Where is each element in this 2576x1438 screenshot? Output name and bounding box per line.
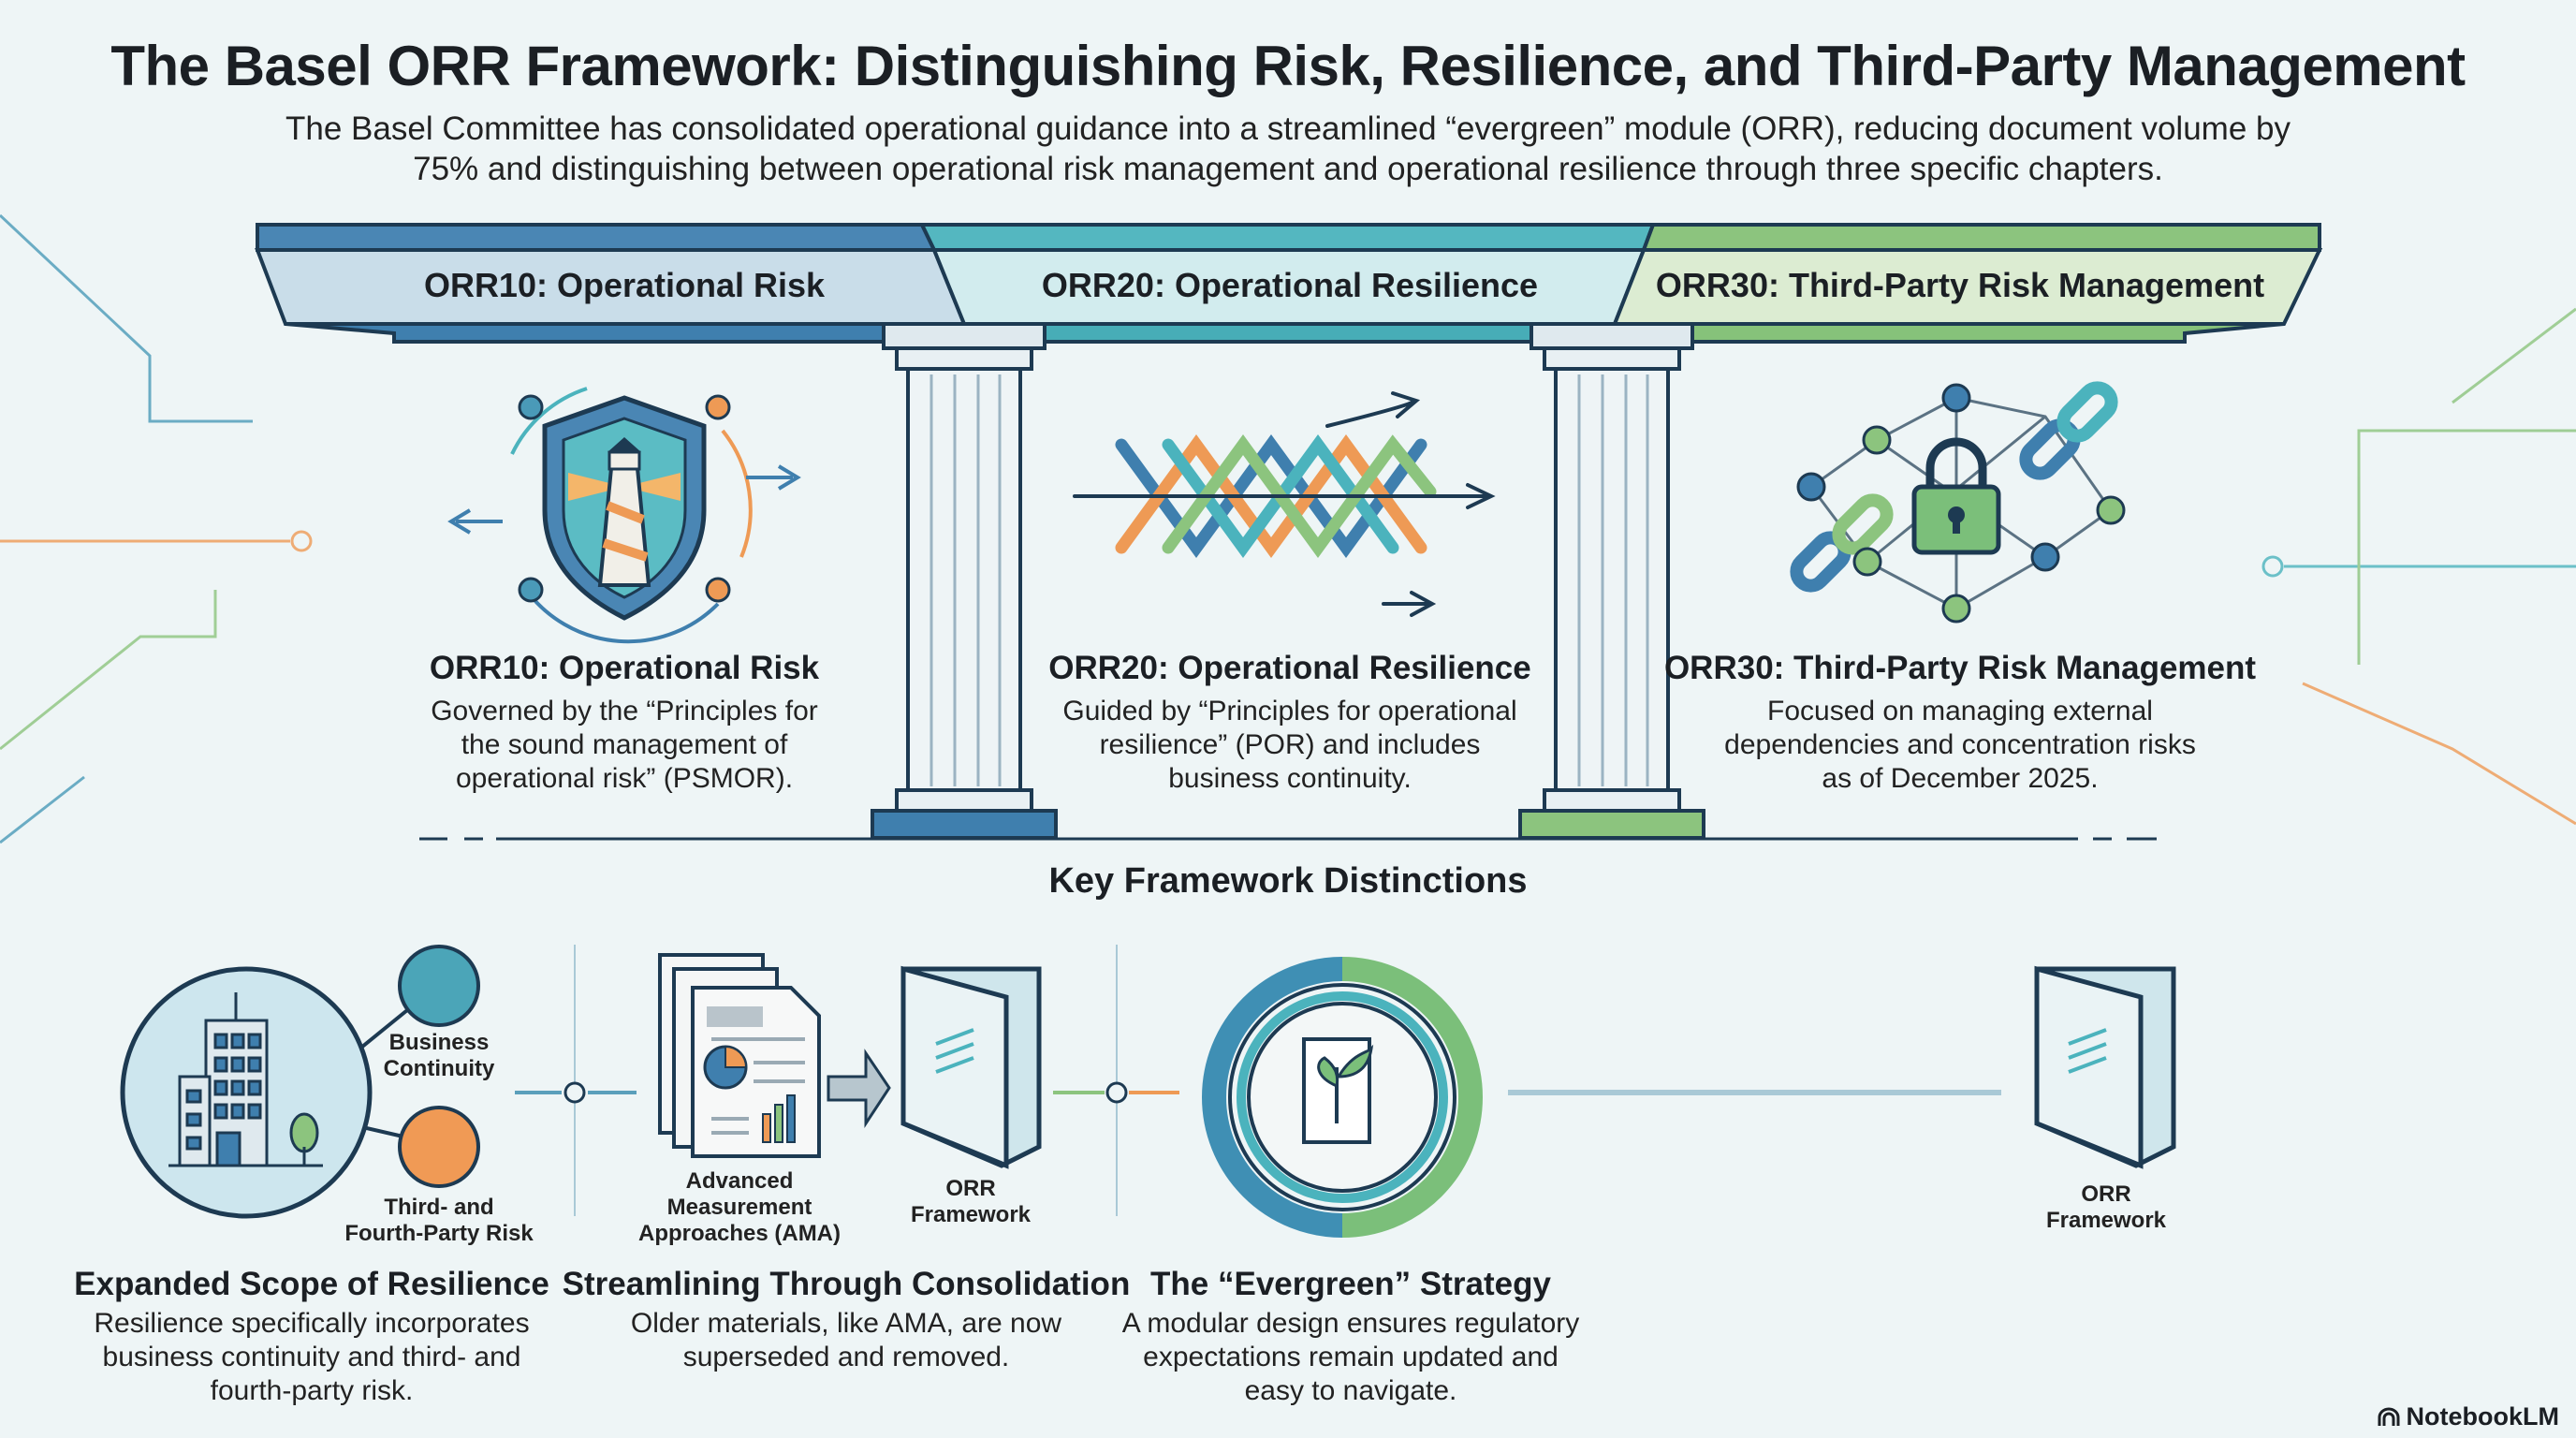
- band-label-orr10: ORR10: Operational Risk: [423, 266, 826, 304]
- label-line: ORR: [2081, 1181, 2131, 1207]
- label-line: Advanced: [685, 1168, 794, 1194]
- pillar-desc-line: business continuity.: [1168, 763, 1412, 794]
- label-orr-framework: ORR Framework: [911, 1176, 1031, 1228]
- distinctions-title: Key Framework Distinctions: [1048, 861, 1528, 901]
- pillar-right: [1518, 322, 1705, 840]
- distinction-evergreen: The “Evergreen” Strategy A modular desig…: [1122, 1266, 1580, 1408]
- label-orr-framework-right: ORR Framework: [2046, 1181, 2166, 1234]
- framework-beam: [255, 223, 2323, 344]
- ama-documents-icon: [658, 953, 821, 1158]
- business-continuity-ball: [398, 945, 480, 1027]
- distinction-desc-line: business continuity and third- and: [102, 1342, 521, 1372]
- pillar-orr30: ORR30: Third-Party Risk Management Focus…: [1664, 650, 2256, 796]
- distinction-heading: Expanded Scope of Resilience: [74, 1266, 549, 1302]
- notebooklm-logo-icon: [2378, 1407, 2400, 1426]
- subtitle-line: The Basel Committee has consolidated ope…: [285, 110, 2291, 147]
- distinction-heading: The “Evergreen” Strategy: [1150, 1266, 1551, 1302]
- label-line: Business: [388, 1030, 490, 1055]
- distinction-desc-line: superseded and removed.: [682, 1342, 1010, 1372]
- evergreen-ring-icon: [1202, 957, 1483, 1238]
- label-line: Third- and: [384, 1195, 494, 1220]
- pillar-heading: ORR20: Operational Resilience: [1048, 650, 1531, 686]
- label-ama: Advanced Measurement Approaches (AMA): [638, 1168, 841, 1247]
- pillar-desc-line: operational risk” (PSMOR).: [455, 763, 794, 794]
- arrow-right-icon: [827, 1049, 891, 1129]
- pillar-orr20: ORR20: Operational Resilience Guided by …: [1048, 650, 1530, 796]
- label-line: ORR: [945, 1176, 996, 1201]
- chain-lock-network-icon: [1790, 381, 2126, 624]
- pillar-desc-line: dependencies and concentration risks: [1724, 729, 2196, 760]
- label-line: Fourth-Party Risk: [344, 1221, 534, 1246]
- distinction-desc-line: easy to navigate.: [1244, 1375, 1457, 1406]
- pillar-desc-line: Guided by “Principles for operational: [1062, 696, 1517, 726]
- label-line: Measurement: [666, 1195, 812, 1220]
- distinction-expanded-scope: Expanded Scope of Resilience Resilience …: [74, 1266, 549, 1408]
- orr-book-icon: [900, 965, 1042, 1169]
- pillar-orr10: ORR10: Operational Risk Governed by the …: [430, 650, 819, 796]
- band-label-orr30: ORR30: Third-Party Risk Management: [1655, 266, 2265, 304]
- pillar-desc-line: Governed by the “Principles for: [431, 696, 818, 726]
- pillar-desc-line: Focused on managing external: [1767, 696, 2153, 726]
- expanded-scope-graphic: [120, 945, 480, 1219]
- orr-book-right-icon: [2034, 965, 2176, 1169]
- flow-connectors: [515, 945, 2001, 1216]
- subtitle-line: 75% and distinguishing between operation…: [413, 151, 2163, 187]
- label-line: Approaches (AMA): [637, 1221, 842, 1246]
- circuit-lines-decoration: [0, 213, 2576, 844]
- distinction-desc-line: A modular design ensures regulatory: [1121, 1308, 1580, 1339]
- building-icon: [168, 992, 323, 1167]
- label-line: Framework: [2045, 1208, 2167, 1233]
- page-subtitle: The Basel Committee has consolidated ope…: [285, 109, 2291, 189]
- pillar-heading: ORR30: Third-Party Risk Management: [1663, 650, 2257, 686]
- distinction-desc-line: fourth-party risk.: [210, 1375, 414, 1406]
- label-third-fourth-party: Third- and Fourth-Party Risk: [344, 1195, 533, 1247]
- distinction-desc-line: Older materials, like AMA, are now: [630, 1308, 1062, 1339]
- distinction-streamlining: Streamlining Through Consolidation Older…: [563, 1266, 1131, 1374]
- distinction-desc-line: expectations remain updated and: [1143, 1342, 1559, 1372]
- third-party-ball: [398, 1106, 480, 1188]
- label-business-continuity: Business Continuity: [384, 1030, 495, 1082]
- lighthouse-shield-icon: [447, 387, 801, 644]
- pillar-heading: ORR10: Operational Risk: [429, 650, 820, 686]
- band-label-orr20: ORR20: Operational Resilience: [1041, 266, 1539, 304]
- pillar-desc-line: as of December 2025.: [1822, 763, 2099, 794]
- page-title: The Basel ORR Framework: Distinguishing …: [110, 35, 2466, 97]
- pillar-desc-line: resilience” (POR) and includes: [1099, 729, 1481, 760]
- label-line: Framework: [910, 1202, 1032, 1227]
- pillar-left: [871, 322, 1058, 840]
- pillar-desc-line: the sound management of: [461, 729, 788, 760]
- distinction-heading: Streamlining Through Consolidation: [562, 1266, 1131, 1302]
- distinction-desc-line: Resilience specifically incorporates: [94, 1308, 530, 1339]
- brand-name: NotebookLM: [2406, 1402, 2559, 1431]
- notebooklm-branding: NotebookLM: [2377, 1402, 2559, 1431]
- woven-arrows-icon: [1073, 391, 1496, 617]
- label-line: Continuity: [383, 1056, 495, 1081]
